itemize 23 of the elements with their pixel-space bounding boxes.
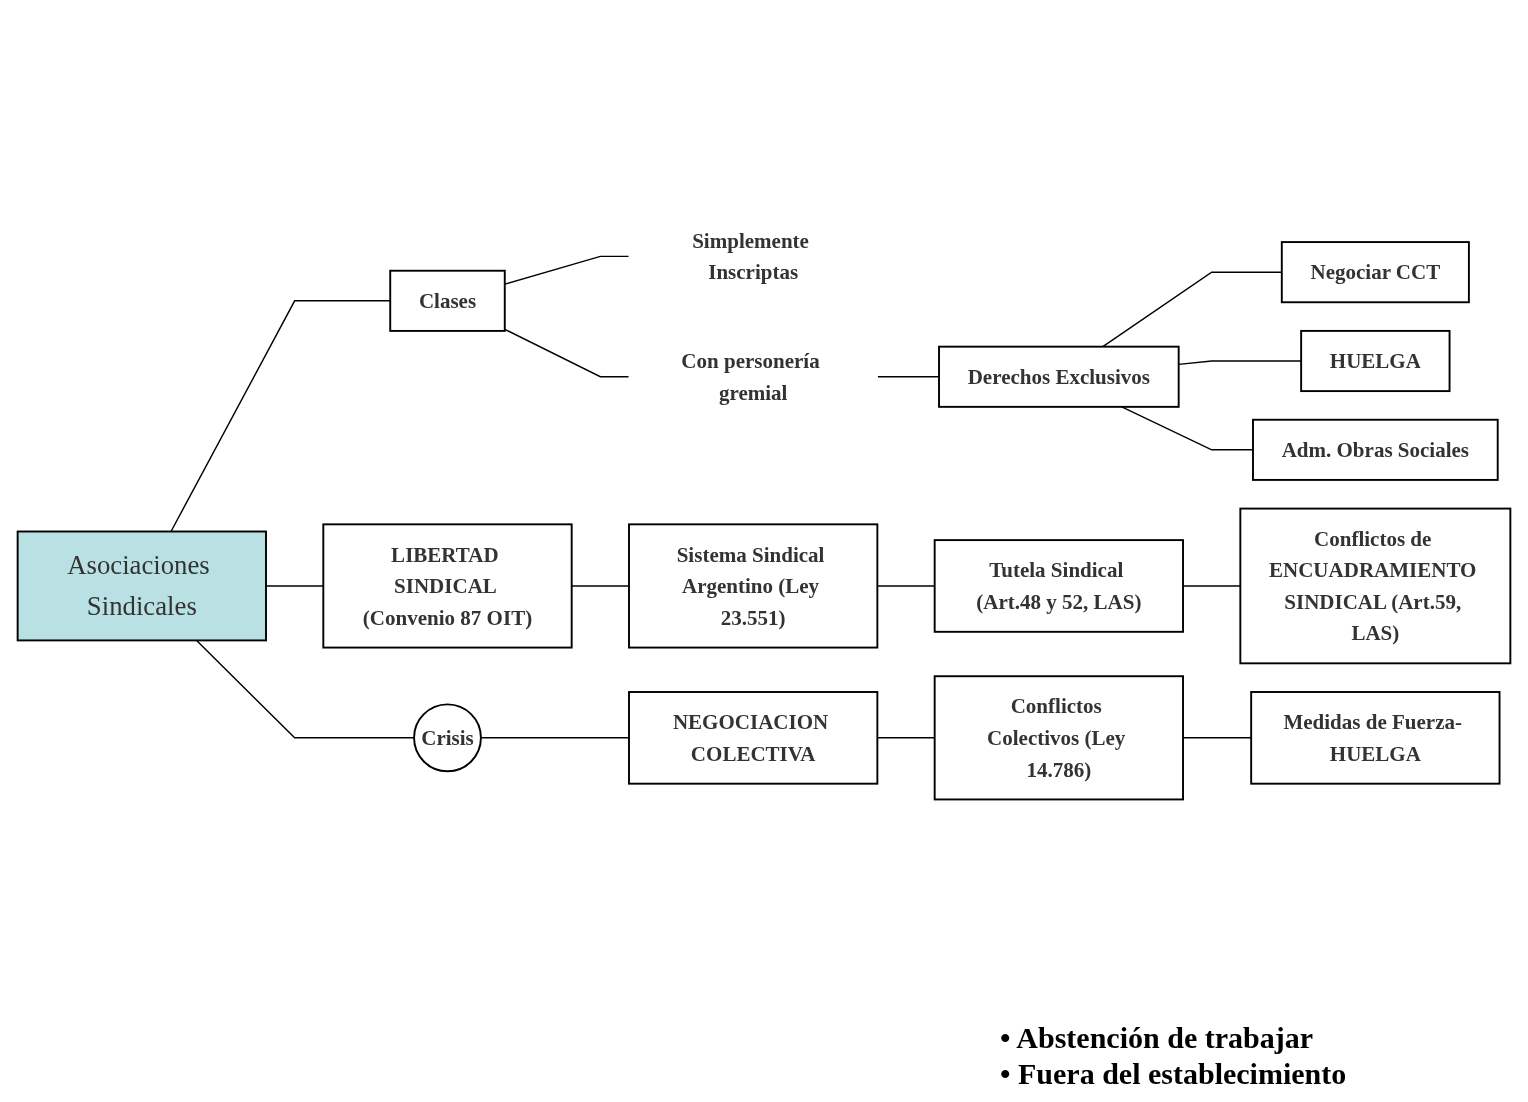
node-circle: Crisis [413, 703, 482, 773]
bullet-item: • Abstención de trabajar [1000, 1020, 1314, 1056]
node-box: Clases [389, 269, 506, 332]
connector [170, 300, 391, 533]
connector [504, 255, 630, 285]
node-box: NEGOCIACION COLECTIVA [628, 691, 879, 785]
node-box: Sistema Sindical Argentino (Ley 23.551) [628, 523, 879, 649]
node-box: Tutela Sindical (Art.48 y 52, LAS) [933, 539, 1184, 633]
node-box: Asociaciones Sindicales [16, 530, 267, 642]
node-box: Negociar CCT [1280, 241, 1470, 304]
node-box: LIBERTAD SINDICAL (Convenio 87 OIT) [322, 523, 573, 649]
node-box: Medidas de Fuerza- HUELGA [1250, 691, 1501, 785]
node-box: Derechos Exclusivos [938, 345, 1180, 408]
connector [504, 328, 630, 378]
bullet-item: • Fuera del establecimiento [1000, 1056, 1347, 1092]
node-box: Conflictos de ENCUADRAMIENTO SINDICAL (Art.59, LAS) [1239, 507, 1512, 665]
node-box: Adm. Obras Sociales [1252, 418, 1499, 481]
connector [195, 639, 415, 739]
node-text: Simplemente Inscriptas [692, 228, 809, 285]
connector [876, 376, 940, 378]
node-box: Conflictos Colectivos (Ley 14.786) [933, 675, 1184, 801]
node-box: HUELGA [1300, 329, 1451, 393]
node-text: Con personería gremial [681, 349, 820, 405]
